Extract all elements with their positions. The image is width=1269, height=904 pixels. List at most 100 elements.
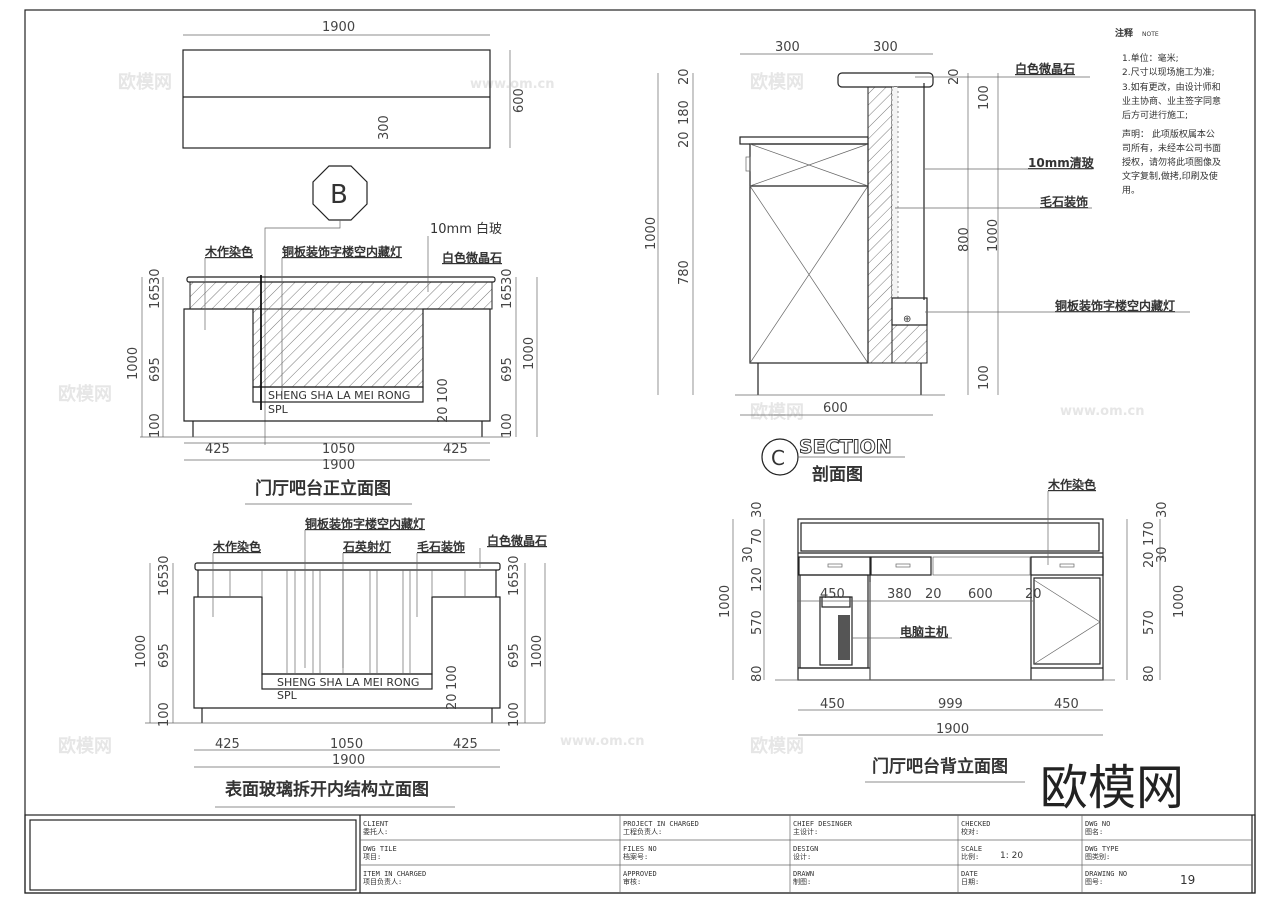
label: 10mm清玻 xyxy=(1028,155,1095,170)
watermark: 欧模网 xyxy=(58,735,112,757)
dim: 80 xyxy=(750,665,765,682)
dim: 20 xyxy=(677,68,692,85)
dim: 1000 xyxy=(718,585,733,618)
title-block-field-en: DWG TILE xyxy=(363,845,397,853)
title-block-field-cn: 图类别: xyxy=(1085,852,1110,861)
dim: 425 xyxy=(215,737,240,752)
dim: 380 xyxy=(887,587,912,602)
section-view: ⊕ 300 300 1000 20 180 20 780 20 100 800 … xyxy=(644,40,1190,485)
section-title-en: SECTION xyxy=(799,436,892,458)
sign-text: SHENG SHA LA MEI RONG xyxy=(277,676,419,689)
dim: 695 xyxy=(500,357,515,382)
dim: 20 xyxy=(925,587,942,602)
statement-line: 司所有，未经本公司书面 xyxy=(1122,142,1221,154)
dim: 425 xyxy=(443,442,468,457)
dim: 165 xyxy=(507,571,522,596)
dim: 120 xyxy=(750,567,765,592)
title-block-field-cn: 图名: xyxy=(1085,827,1103,836)
dim: 450 xyxy=(820,587,845,602)
dim: 300 xyxy=(873,40,898,55)
title-block-field-en: PROJECT IN CHARGED xyxy=(623,820,699,828)
title-block-field-en: FILES NO xyxy=(623,845,657,853)
dim: 30 xyxy=(500,268,515,285)
title-block-field-en: CHECKED xyxy=(961,820,991,828)
label: 白色微晶石 xyxy=(442,250,502,265)
title-block-field-cn: 工程负责人: xyxy=(623,827,662,836)
sign-sub: SPL xyxy=(277,689,298,702)
watermark-url: www.om.cn xyxy=(1060,404,1145,419)
title-block-field-en: DRAWN xyxy=(793,870,814,878)
label: 毛石装饰 xyxy=(417,539,465,554)
dim: 1000 xyxy=(1172,585,1187,618)
title-block-field-cn: 项目负责人: xyxy=(363,877,402,886)
note-item: 后方可进行施工; xyxy=(1122,109,1188,121)
title-block-field-cn: 委托人: xyxy=(363,827,388,836)
title-block-field-cn: 审核: xyxy=(623,877,641,886)
label: 白色微晶石 xyxy=(487,533,547,548)
view-title: 门厅吧台正立面图 xyxy=(255,478,391,499)
title-block-field-cn: 制图: xyxy=(793,877,811,886)
dim: 100 xyxy=(977,85,992,110)
dim: 170 xyxy=(1142,521,1157,546)
dim: 80 xyxy=(1142,665,1157,682)
dim: 999 xyxy=(938,697,963,712)
dim: 1050 xyxy=(330,737,363,752)
dim: 20 xyxy=(436,406,451,423)
dim: 695 xyxy=(148,357,163,382)
sign-text: SHENG SHA LA MEI RONG xyxy=(268,389,410,402)
watermark-logo: 欧模网 xyxy=(1040,760,1184,816)
watermark-url: www.om.cn xyxy=(470,77,555,92)
dim: 30 xyxy=(148,268,163,285)
dim: 600 xyxy=(968,587,993,602)
watermark: 欧模网 xyxy=(118,71,172,93)
dim: 300 xyxy=(775,40,800,55)
dim: 570 xyxy=(750,610,765,635)
dim: 20 xyxy=(1142,551,1157,568)
title-block-field-en: CLIENT xyxy=(363,820,389,828)
label: 石英射灯 xyxy=(342,539,391,554)
dim: 30 xyxy=(1155,501,1170,518)
title-block-field-en: DWG NO xyxy=(1085,820,1110,828)
dim: 100 xyxy=(436,378,451,403)
title-block-field-cn: 主设计: xyxy=(793,827,818,836)
dim: 1000 xyxy=(644,217,659,250)
dim: 600 xyxy=(512,88,527,113)
title-block-field-en: ITEM IN CHARGED xyxy=(363,870,426,878)
watermark: 欧模网 xyxy=(750,401,804,423)
dim: 1000 xyxy=(126,347,141,380)
title-block-field-en: SCALE xyxy=(961,845,982,853)
dim: 30 xyxy=(157,555,172,572)
dim: 70 xyxy=(750,528,765,545)
label: 木作染色 xyxy=(1047,477,1096,492)
title-block-field-en: CHIEF DESINGER xyxy=(793,820,853,828)
front-elevation: SHENG SHA LA MEI RONG SPL 木作染色 铜板装饰字楼空内藏… xyxy=(126,221,538,505)
title-block-field-en: DESIGN xyxy=(793,845,818,853)
title-block-field-en: APPROVED xyxy=(623,870,657,878)
computer-tower-icon xyxy=(819,596,853,666)
view-title: 门厅吧台背立面图 xyxy=(872,756,1008,777)
watermark: 欧模网 xyxy=(750,71,804,93)
dim: 1900 xyxy=(322,20,355,35)
title-block xyxy=(24,814,1256,894)
title-block-field-cn: 比例: xyxy=(961,852,979,861)
note-item: 2.尺寸以现场施工为准; xyxy=(1122,66,1215,78)
watermark: 欧模网 xyxy=(750,735,804,757)
dim: 450 xyxy=(820,697,845,712)
section-marker: C xyxy=(771,446,785,470)
dim: 30 xyxy=(1155,546,1170,563)
statement-line: 授权，请勿将此项图像及 xyxy=(1122,156,1221,168)
dim: 20 xyxy=(445,693,460,710)
dim: 20 xyxy=(677,131,692,148)
watermarks: 欧模网 欧模网 www.om.cn 欧模网 欧模网 www.om.cn 欧模网 … xyxy=(58,71,1184,816)
light-icon: ⊕ xyxy=(903,314,911,325)
dim: 570 xyxy=(1142,610,1157,635)
svg-text:注释: 注释 xyxy=(1115,27,1134,39)
back-elevation: 木作染色 电脑主机 1000 30 70 30 120 570 80 30 17… xyxy=(718,477,1187,783)
dim: 780 xyxy=(677,260,692,285)
plan-view: 1900 600 300 xyxy=(182,20,527,149)
view-title: 剖面图 xyxy=(812,464,863,485)
notes: 注释 NOTE 1.单位：毫米; 2.尺寸以现场施工为准; 3.如有更改，由设计… xyxy=(1115,27,1221,196)
watermark-url: www.om.cn xyxy=(560,734,645,749)
label: 毛石装饰 xyxy=(1040,194,1088,209)
dim: 165 xyxy=(148,284,163,309)
